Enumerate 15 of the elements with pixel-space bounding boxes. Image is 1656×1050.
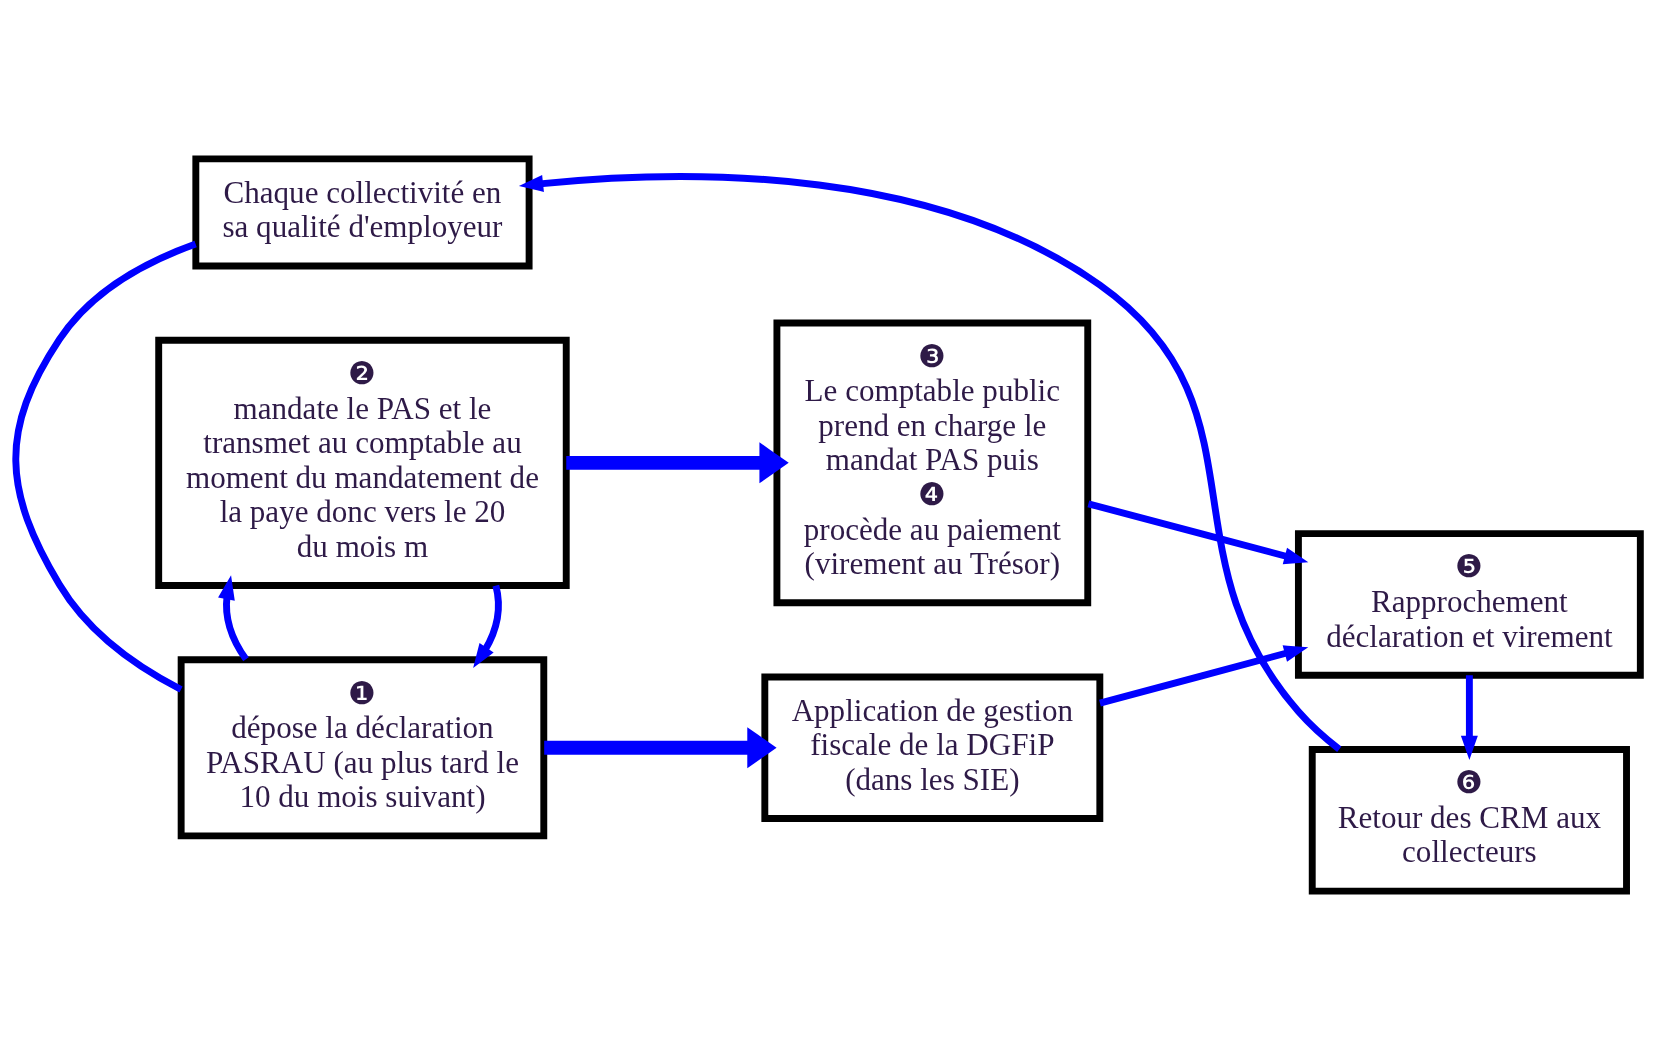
arrow xyxy=(1099,645,1309,707)
node-box: ❺ Rapprochement déclaration et virement xyxy=(1294,530,1644,679)
arrow xyxy=(566,442,789,484)
node-box: ❶ dépose la déclaration PASRAU (au plus tard le 10 du mois suivant) xyxy=(177,656,548,840)
node-box: Application de gestion fiscale de la DGFiP (dans les SIE) xyxy=(761,673,1104,822)
connector xyxy=(12,240,197,693)
node-box: ❻ Retour des CRM aux collecteurs xyxy=(1308,746,1630,895)
node-box: Chaque collectivité en sa qualité d'employeur xyxy=(192,155,533,270)
arrow xyxy=(473,584,502,668)
arrow xyxy=(518,173,1342,752)
arrow xyxy=(1087,500,1309,565)
node-box: ❷ mandate le PAS et le transmet au comptable au moment du mandatement de la paye donc vers le 20 du mois m xyxy=(155,336,570,589)
arrow xyxy=(544,727,777,769)
arrow xyxy=(218,575,249,662)
node-box: ❸ Le comptable public prend en charge le mandat PAS puis ❹ procède au paiement (virement au Trésor) xyxy=(773,319,1092,607)
